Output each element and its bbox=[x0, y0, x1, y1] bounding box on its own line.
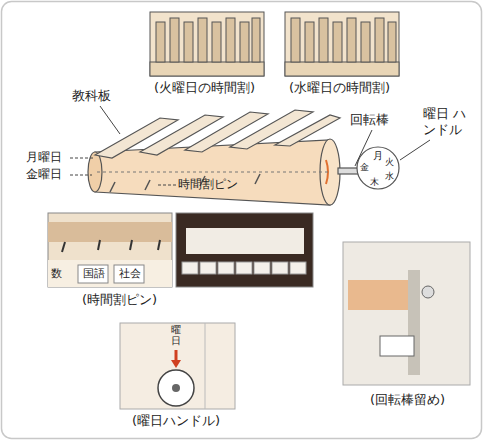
part-label: 金 bbox=[360, 162, 369, 173]
part-label: (曜日ハンドル) bbox=[132, 413, 220, 429]
part-label: 教科板 bbox=[72, 88, 111, 104]
part-label: 金曜日 bbox=[26, 167, 62, 181]
part-label: 曜日 bbox=[171, 324, 181, 346]
part-label: 国語 bbox=[83, 267, 105, 280]
part-label: 月曜日 bbox=[26, 150, 62, 164]
part-label: 回転棒 bbox=[350, 112, 389, 128]
part-label: 火 bbox=[385, 157, 394, 168]
part-label: (水曜日の時間割) bbox=[289, 80, 390, 96]
part-label: 水 bbox=[385, 171, 394, 182]
part-label: (回転棒留め) bbox=[370, 392, 445, 408]
part-label: (時間割ピン) bbox=[82, 292, 157, 308]
part-label: 木 bbox=[370, 177, 379, 188]
part-label: 時間割ピン bbox=[178, 177, 238, 191]
part-label: 社会 bbox=[119, 267, 141, 280]
part-label: 月 bbox=[373, 150, 383, 162]
part-label: (火曜日の時間割) bbox=[154, 80, 255, 96]
part-label: 曜日 ハンドル bbox=[423, 106, 479, 137]
part-label: 数 bbox=[51, 267, 62, 280]
